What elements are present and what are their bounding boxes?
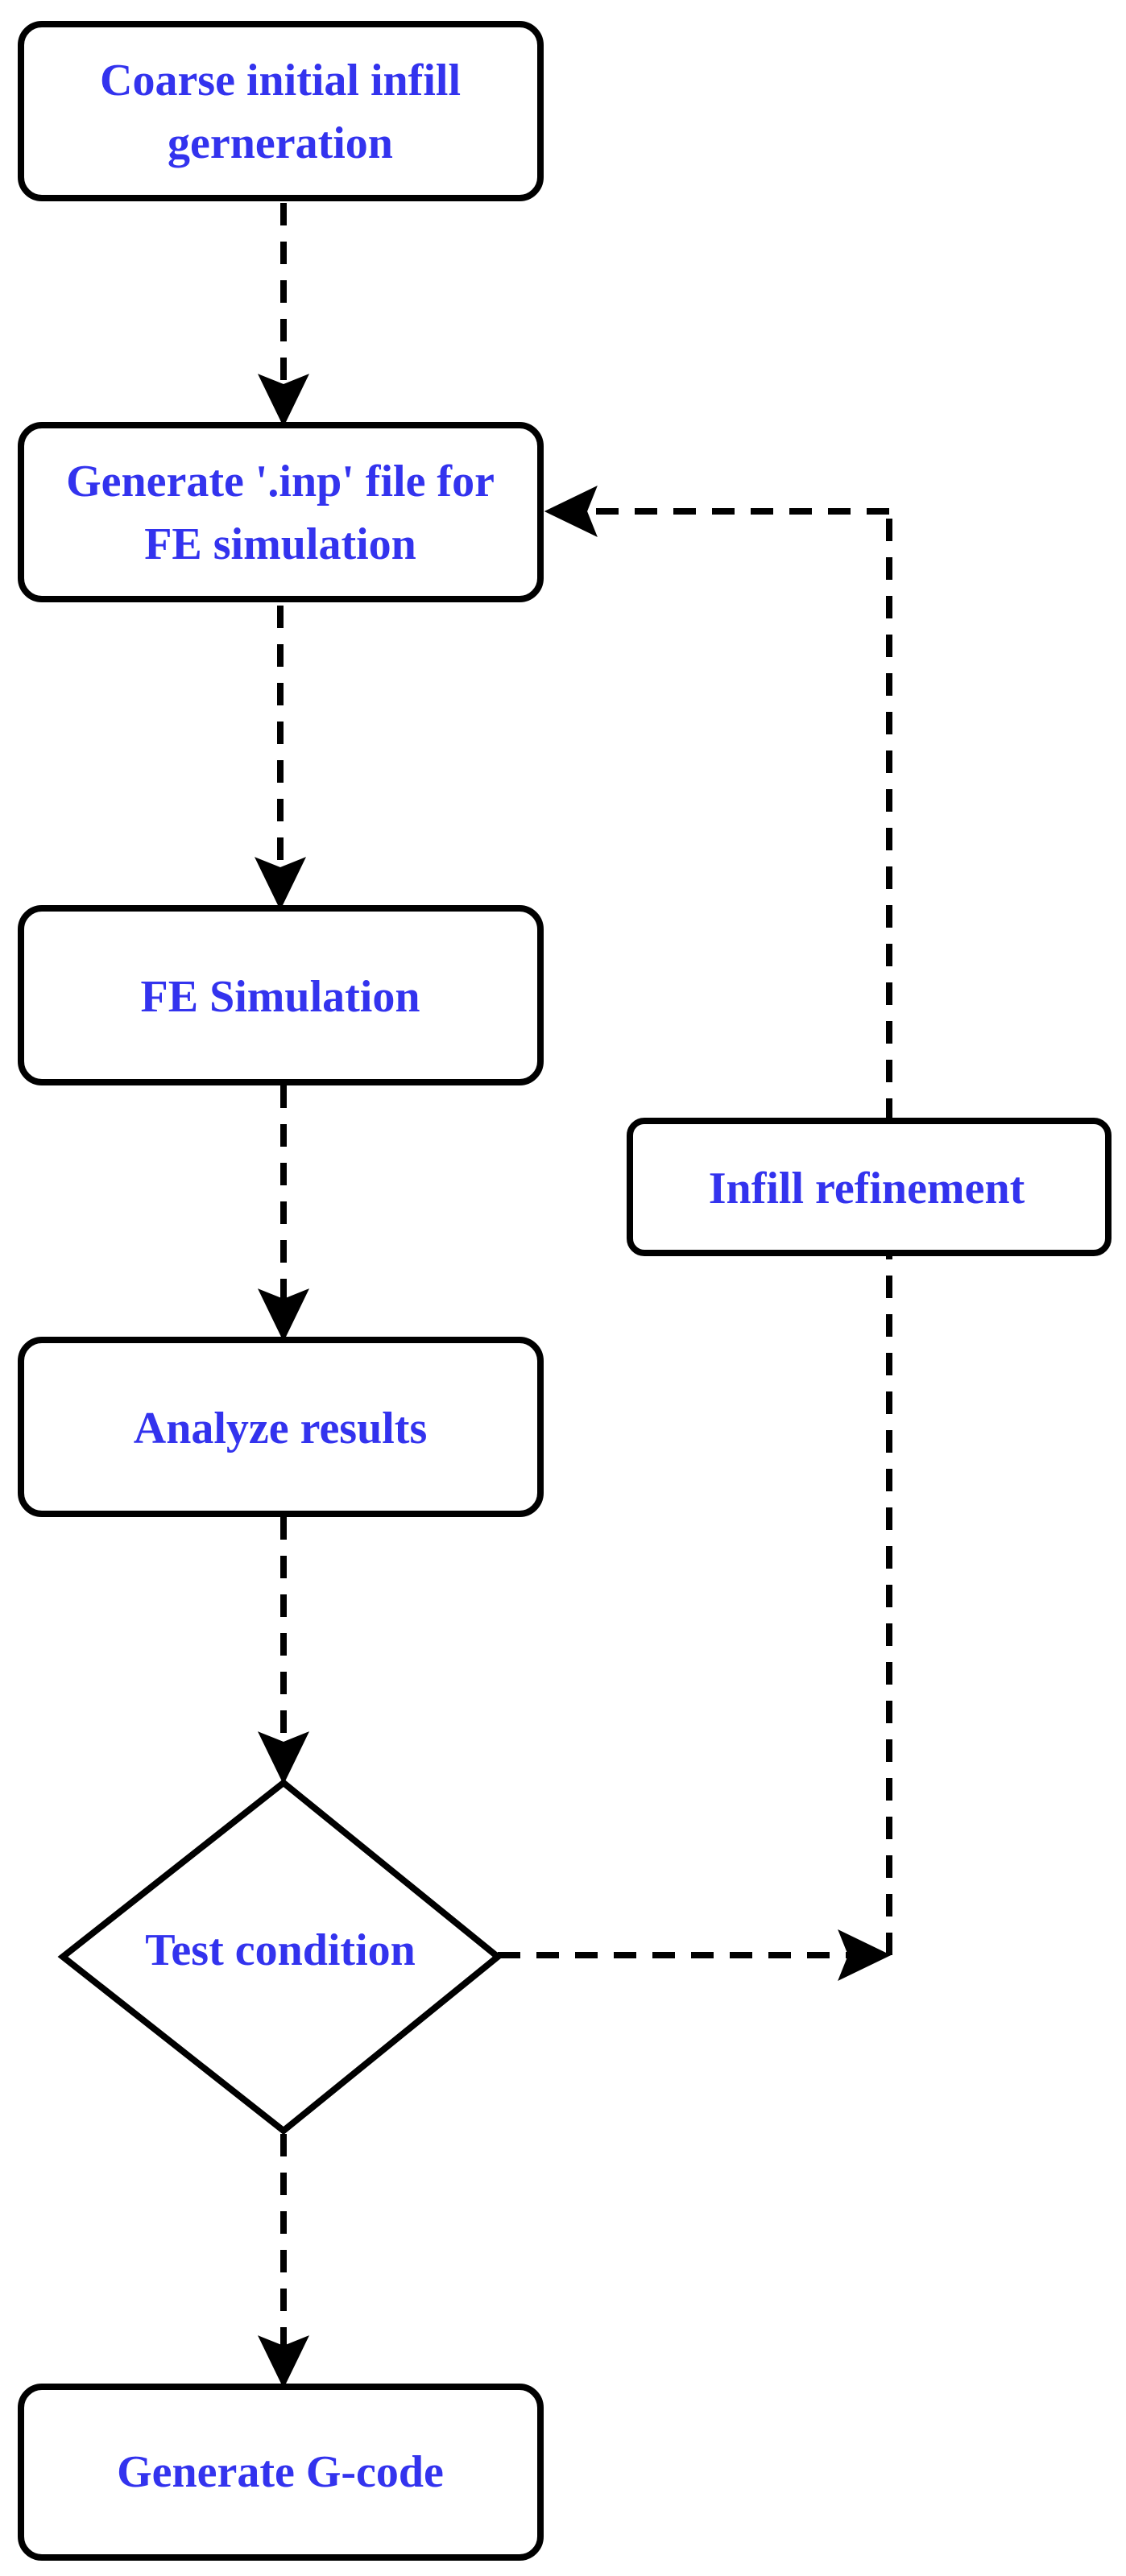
coarse-infill-label-line2: gerneration — [168, 118, 393, 168]
edges — [254, 203, 892, 2389]
analyze-results-label: Analyze results — [134, 1404, 428, 1453]
arrowhead-test-condition — [257, 1731, 310, 1785]
generate-inp-label-line2: FE simulation — [144, 519, 416, 569]
arrowhead-generate-gcode — [257, 2335, 310, 2389]
infill-refinement-label: Infill refinement — [709, 1164, 1025, 1214]
coarse-infill-label-line1: Coarse initial infill — [100, 56, 461, 105]
fe-simulation-box — [18, 905, 544, 1085]
analyze-results-box — [18, 1337, 544, 1517]
coarse-infill-box — [18, 21, 544, 201]
infill-refinement-box — [627, 1118, 1112, 1256]
node-fe-simulation: FE Simulation — [18, 905, 544, 1085]
test-condition-label: Test condition — [145, 1925, 416, 1975]
node-coarse-infill: Coarse initial infill gerneration — [18, 21, 544, 201]
generate-inp-label-line1: Generate '.inp' file for — [66, 457, 495, 507]
arrowhead-generate-inp — [257, 374, 310, 428]
node-generate-inp: Generate '.inp' file for FE simulation — [18, 422, 544, 602]
fe-simulation-label: FE Simulation — [141, 972, 420, 1022]
node-generate-gcode: Generate G-code — [18, 2384, 544, 2561]
generate-gcode-box — [18, 2384, 544, 2561]
arrowhead-generate-inp-loop — [544, 485, 598, 538]
test-condition-diamond — [57, 1778, 503, 2136]
node-analyze-results: Analyze results — [18, 1337, 544, 1517]
node-infill-refinement: Infill refinement — [627, 1118, 1112, 1256]
node-test-condition: Test condition — [57, 1778, 503, 2136]
generate-inp-box — [18, 422, 544, 602]
generate-gcode-label: Generate G-code — [117, 2447, 444, 2497]
arrowhead-analyze-results — [257, 1288, 310, 1342]
arrowhead-loop-right — [838, 1929, 892, 1982]
arrowhead-fe-simulation — [254, 857, 307, 911]
